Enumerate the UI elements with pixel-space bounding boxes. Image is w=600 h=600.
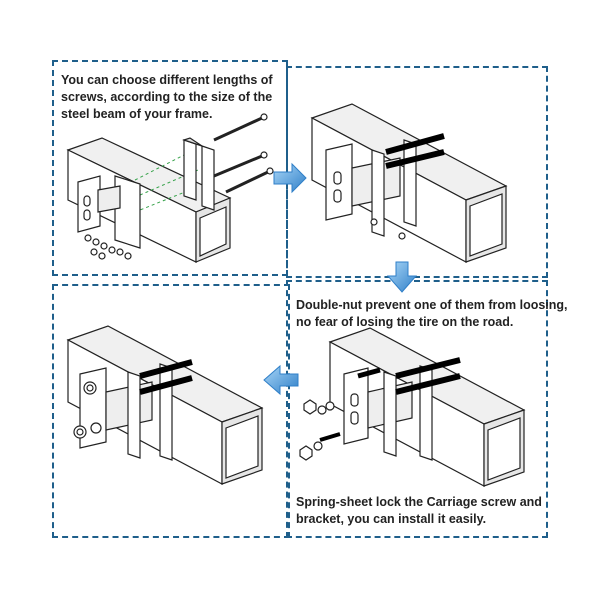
nuts-and-washers bbox=[84, 234, 132, 260]
caption-line: You can choose different lengths of bbox=[61, 73, 273, 87]
caption-line: Double-nut prevent one of them from loos… bbox=[296, 298, 568, 312]
step-1-caption: You can choose different lengths of scre… bbox=[61, 72, 283, 123]
u-plates bbox=[182, 137, 215, 211]
step-3-illustration bbox=[299, 327, 526, 487]
caption-line: no fear of losing the tire on the road. bbox=[296, 315, 514, 329]
caption-line: Spring-sheet lock the Carriage screw and bbox=[296, 495, 542, 509]
step-3-caption-top: Double-nut prevent one of them from loos… bbox=[296, 297, 568, 331]
arrow-right-icon bbox=[273, 162, 307, 194]
arrow-left-icon bbox=[263, 364, 299, 396]
caption-line: bracket, you can install it easily. bbox=[296, 512, 487, 526]
caption-line: screws, according to the size of the bbox=[61, 90, 273, 104]
alignment-guides bbox=[134, 151, 199, 213]
caption-line: steel beam of your frame. bbox=[61, 107, 213, 121]
loose-nuts bbox=[299, 399, 341, 461]
step-2-illustration bbox=[310, 103, 508, 263]
step-3-panel bbox=[286, 280, 548, 538]
carriage-bolts bbox=[213, 113, 274, 194]
step-3-caption-bottom: Spring-sheet lock the Carriage screw and… bbox=[296, 494, 542, 528]
arrow-down-icon bbox=[386, 261, 418, 293]
step-4-panel bbox=[52, 284, 290, 538]
step-4-illustration bbox=[66, 325, 264, 485]
mount-bracket bbox=[77, 175, 141, 249]
step-1-illustration bbox=[66, 113, 274, 263]
